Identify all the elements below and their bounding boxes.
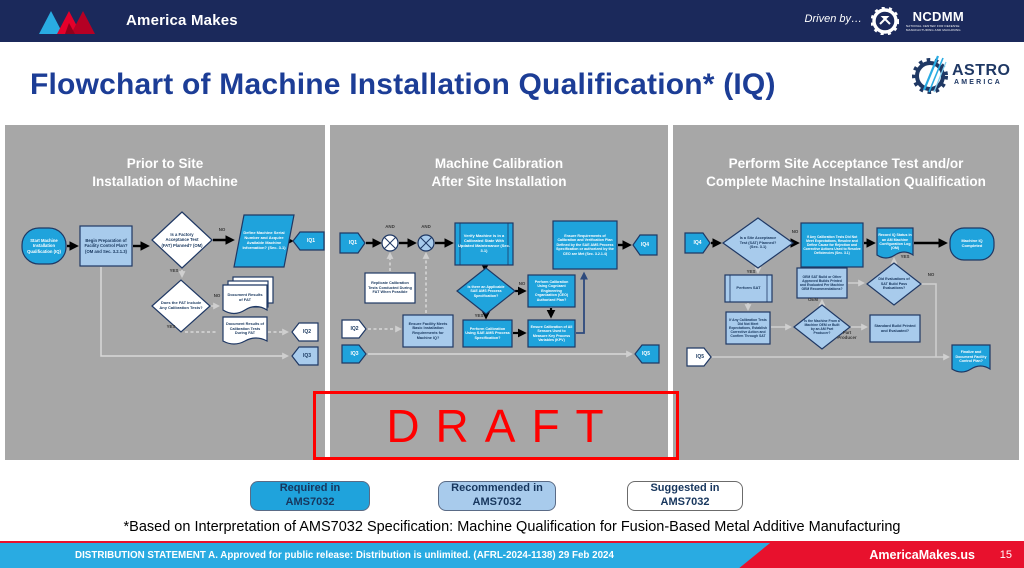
draft-watermark: DRAFT (313, 391, 679, 460)
edge-label-no: NO (518, 281, 526, 286)
panel2-title: Machine Calibration After Site Installat… (431, 156, 567, 190)
edge-label-yes: YES (474, 313, 484, 318)
edge-label-yes: YES (900, 254, 910, 259)
driven-by-text: Driven by… (804, 13, 862, 25)
flow-decision-sat-planned: Is a Site Acceptance Test (SAT) Planned?… (739, 236, 777, 250)
top-header-bar: America Makes Driven by… NCDMM NATIONAL … (0, 0, 1024, 42)
connector-iq4: IQ4 (640, 241, 650, 248)
ncdmm-wordmark: NCDMM (912, 9, 964, 24)
flow-node-doc-fat: Document Results of FAT (227, 292, 263, 302)
flow-node-finalize: Finalize and Document Facility Control P… (955, 350, 987, 364)
legend-required: Required in AMS7032 (250, 481, 370, 511)
flow-node-resolve: If Any Calibration Tests Did Not Meet Ex… (803, 234, 861, 256)
connector-iq2: IQ2 (350, 325, 359, 332)
flow-decision-pass-eval: Did Evaluations of SAT Build Pass Evalua… (878, 277, 910, 291)
panel-prior-to-site: Prior to Site Installation of Machine (5, 125, 325, 460)
america-makes-logo-icon (39, 11, 95, 34)
americamakes-link[interactable]: AmericaMakes.us (869, 548, 975, 562)
edge-label-yes: YES (166, 324, 176, 329)
connector-iq1: IQ1 (306, 237, 316, 244)
page-number: 15 (999, 549, 1012, 561)
panel3-shapes (684, 217, 995, 373)
flow-node-doc-cal: Document Results of Calibration Tests Du… (226, 322, 264, 336)
astro-gear-icon (912, 55, 948, 94)
flow-node-facility: Ensure Facility Meets Basic Installation… (408, 321, 448, 340)
panel3-title: Perform Site Acceptance Test and/or Comp… (706, 156, 986, 190)
ncdmm-gear-icon (871, 7, 899, 35)
edge-label-no: NO (791, 229, 799, 234)
flow-decision-oem: Is the Machine From a Machine OEM or Bui… (804, 318, 840, 336)
panel-site-acceptance: Perform Site Acceptance Test and/or Comp… (673, 125, 1019, 460)
edge-label-no: NO (213, 293, 221, 298)
flow-node-verify: Verify Machine is in a Calibrated State … (457, 233, 510, 253)
panel1-title: Prior to Site Installation of Machine (92, 156, 238, 190)
legend-recommended: Recommended in AMS7032 (438, 481, 556, 511)
footer-bar: DISTRIBUTION STATEMENT A. Approved for p… (0, 541, 1024, 568)
connector-iq5: IQ5 (695, 353, 705, 360)
edge-label-part-producer: Part Producer (837, 330, 857, 341)
flow-decision-ams-spec: Is there an Applicable SAE AMS Process S… (467, 284, 505, 298)
astro-america-logo: ASTRO AMERICA (912, 50, 1020, 104)
page-title: Flowchart of Machine Installation Qualif… (30, 68, 776, 101)
flow-node-sae-cal: Perform Calibration Using SAE AMS Proces… (465, 326, 510, 340)
flow-node-begin-prep: Begin Preparation of Facility Control Pl… (84, 238, 128, 254)
flow-node-std-build: Standard Build Printed and Evaluated? (874, 323, 916, 333)
edge-label-yes: YES (746, 269, 756, 274)
flow-node-ensure-req: Ensure Requirements of Calibration and V… (556, 234, 614, 256)
distribution-statement: DISTRIBUTION STATEMENT A. Approved for p… (75, 550, 614, 561)
edge-label-no: NO (927, 272, 935, 277)
flow-node-perform-sat: Perform SAT (736, 285, 761, 291)
panel3-flow-diagram (684, 217, 995, 373)
flow-node-sensors: Ensure Calibration of All Sensors Used t… (530, 324, 573, 342)
edge-label-and: AND (385, 224, 395, 229)
edge-label-yes: YES (169, 268, 179, 273)
connector-iq3: IQ3 (350, 350, 359, 357)
flow-decision-fat-planned: Is a Factory Acceptance Test (FAT) Plann… (161, 232, 203, 248)
ncdmm-tagline: MANUFACTURING AND MACHINING (906, 28, 961, 32)
connector-iq1: IQ1 (348, 239, 358, 246)
edge-label-oem: OEM (807, 297, 818, 302)
flow-decision-fat-cal: Does the FAT Include Any Calibration Tes… (159, 300, 203, 310)
edge-label-no: NO (218, 227, 226, 232)
connector-iq5: IQ5 (641, 350, 651, 357)
edge-label-and: AND (421, 224, 431, 229)
legend-suggested: Suggested in AMS7032 (627, 481, 743, 511)
astro-line1: ASTRO (952, 62, 1011, 79)
connector-iq4: IQ4 (693, 239, 702, 246)
flow-node-define-serial: Define Machine Serial Number and Acquire… (242, 230, 286, 250)
connector-iq2: IQ2 (302, 328, 312, 335)
ncdmm-tagline: NATIONAL CENTER FOR DEFENSE (906, 24, 960, 28)
connector-iq3: IQ3 (302, 352, 312, 359)
panel-machine-calibration: Machine Calibration After Site Installat… (330, 125, 668, 460)
flow-node-ceo-plan: Perform Calibration Using Cognizant Engi… (534, 280, 569, 302)
panel1-flow-diagram (21, 211, 325, 366)
panel2-flow-diagram (339, 220, 660, 364)
flow-node-start: Start Machine Installation Qualification… (27, 238, 61, 254)
flow-node-record: Record IQ Status in an AM Machine Config… (878, 233, 912, 251)
astro-line2: AMERICA (954, 79, 1003, 86)
flow-node-corrective: If Any Calibration Tests Did Not Meet Ex… (728, 317, 768, 339)
panel1-shapes (21, 211, 325, 366)
footnote-text: *Based on Interpretation of AMS7032 Spec… (123, 519, 901, 535)
brand-wordmark: America Makes (126, 12, 238, 29)
panel2-shapes (339, 220, 660, 364)
footer-distribution-band: DISTRIBUTION STATEMENT A. Approved for p… (0, 543, 771, 568)
flow-node-replicate: Replicate Calibration Tests Conducted Du… (368, 281, 412, 295)
flow-node-oem-build: OEM SAT Build or Other Approved Builds P… (800, 274, 844, 292)
flow-node-complete: Machine IQ Completed (961, 238, 983, 248)
